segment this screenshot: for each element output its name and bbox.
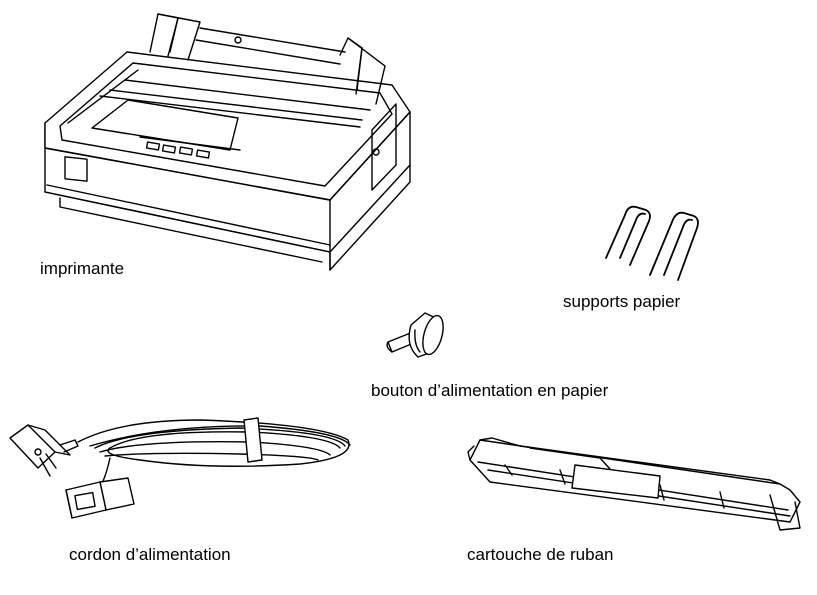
printer-label: imprimante — [40, 259, 125, 278]
power-cord-label: cordon d’alimentation — [69, 545, 231, 564]
ribbon-cartridge-label: cartouche de ruban — [467, 545, 614, 564]
printer-illustration — [45, 14, 410, 270]
paper-feed-knob-label: bouton d’alimentation en papier — [371, 381, 609, 400]
power-cord-illustration — [10, 418, 350, 518]
ribbon-cartridge-illustration — [468, 438, 800, 530]
paper-supports-label: supports papier — [563, 292, 681, 311]
paper-supports-illustration — [606, 207, 698, 280]
paper-feed-knob-illustration — [387, 313, 447, 357]
